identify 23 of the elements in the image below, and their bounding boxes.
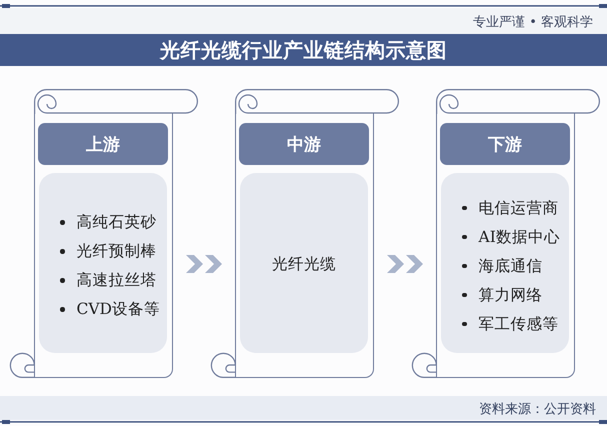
list-item: 算力网络 [478,284,542,306]
tagline: 专业严谨 • 客观科学 [473,14,593,31]
list-item: 电信运营商 [478,198,558,218]
content-text: 光纤光缆 [272,254,336,275]
scroll-panel [436,113,575,378]
list-item: CVD设备等 [76,299,160,320]
list-item: 光纤预制棒 [76,241,156,262]
scroll-panel [34,113,173,378]
content-panel [39,173,167,353]
content-panel [441,173,569,353]
list-item: 高纯石英砂 [76,212,156,233]
stage-header: 中游 [239,123,369,165]
double-chevron-arrow [186,255,222,273]
list-item: 高速拉丝塔 [76,270,156,291]
title: 光纤光缆行业产业链结构示意图 [160,36,447,64]
list-item: AI数据中心 [478,226,560,248]
stage-header: 上游 [38,123,168,165]
stage-header: 下游 [440,123,570,165]
source-note: 资料来源：公开资料 [479,401,596,418]
scroll-panel [235,113,374,378]
list-item: 军工传感等 [478,314,558,334]
list-item: 海底通信 [478,256,542,276]
double-chevron-arrow [387,255,423,273]
